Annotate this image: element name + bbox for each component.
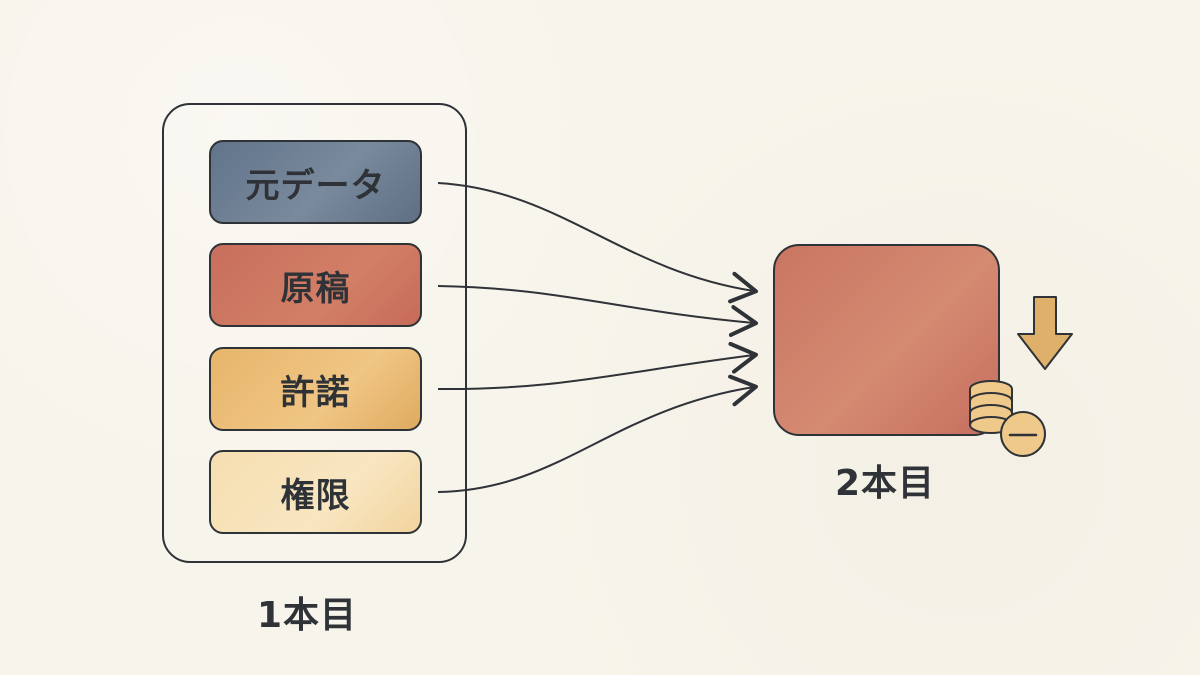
rights-box: 権限 [209, 450, 422, 534]
source-data-label: 元データ [245, 165, 386, 206]
connector-arrow-permission [437, 341, 758, 391]
second-volume-box [773, 244, 1000, 436]
minus-coin-icon [1000, 411, 1046, 457]
permission-box: 許諾 [209, 347, 422, 431]
connector-arrow-manuscript [437, 285, 758, 337]
connector-arrow-source-data [437, 182, 758, 304]
manuscript-label: 原稿 [280, 268, 351, 309]
second-volume-label: 2本目 [835, 463, 936, 504]
rights-label: 権限 [280, 475, 351, 516]
source-data-box: 元データ [209, 140, 422, 224]
permission-label: 許諾 [280, 372, 351, 413]
connector-arrow-rights [437, 374, 758, 493]
manuscript-box: 原稿 [209, 243, 422, 327]
first-volume-frame [162, 103, 467, 563]
first-volume-label: 1本目 [257, 595, 358, 636]
down-arrow-icon [1017, 296, 1073, 370]
